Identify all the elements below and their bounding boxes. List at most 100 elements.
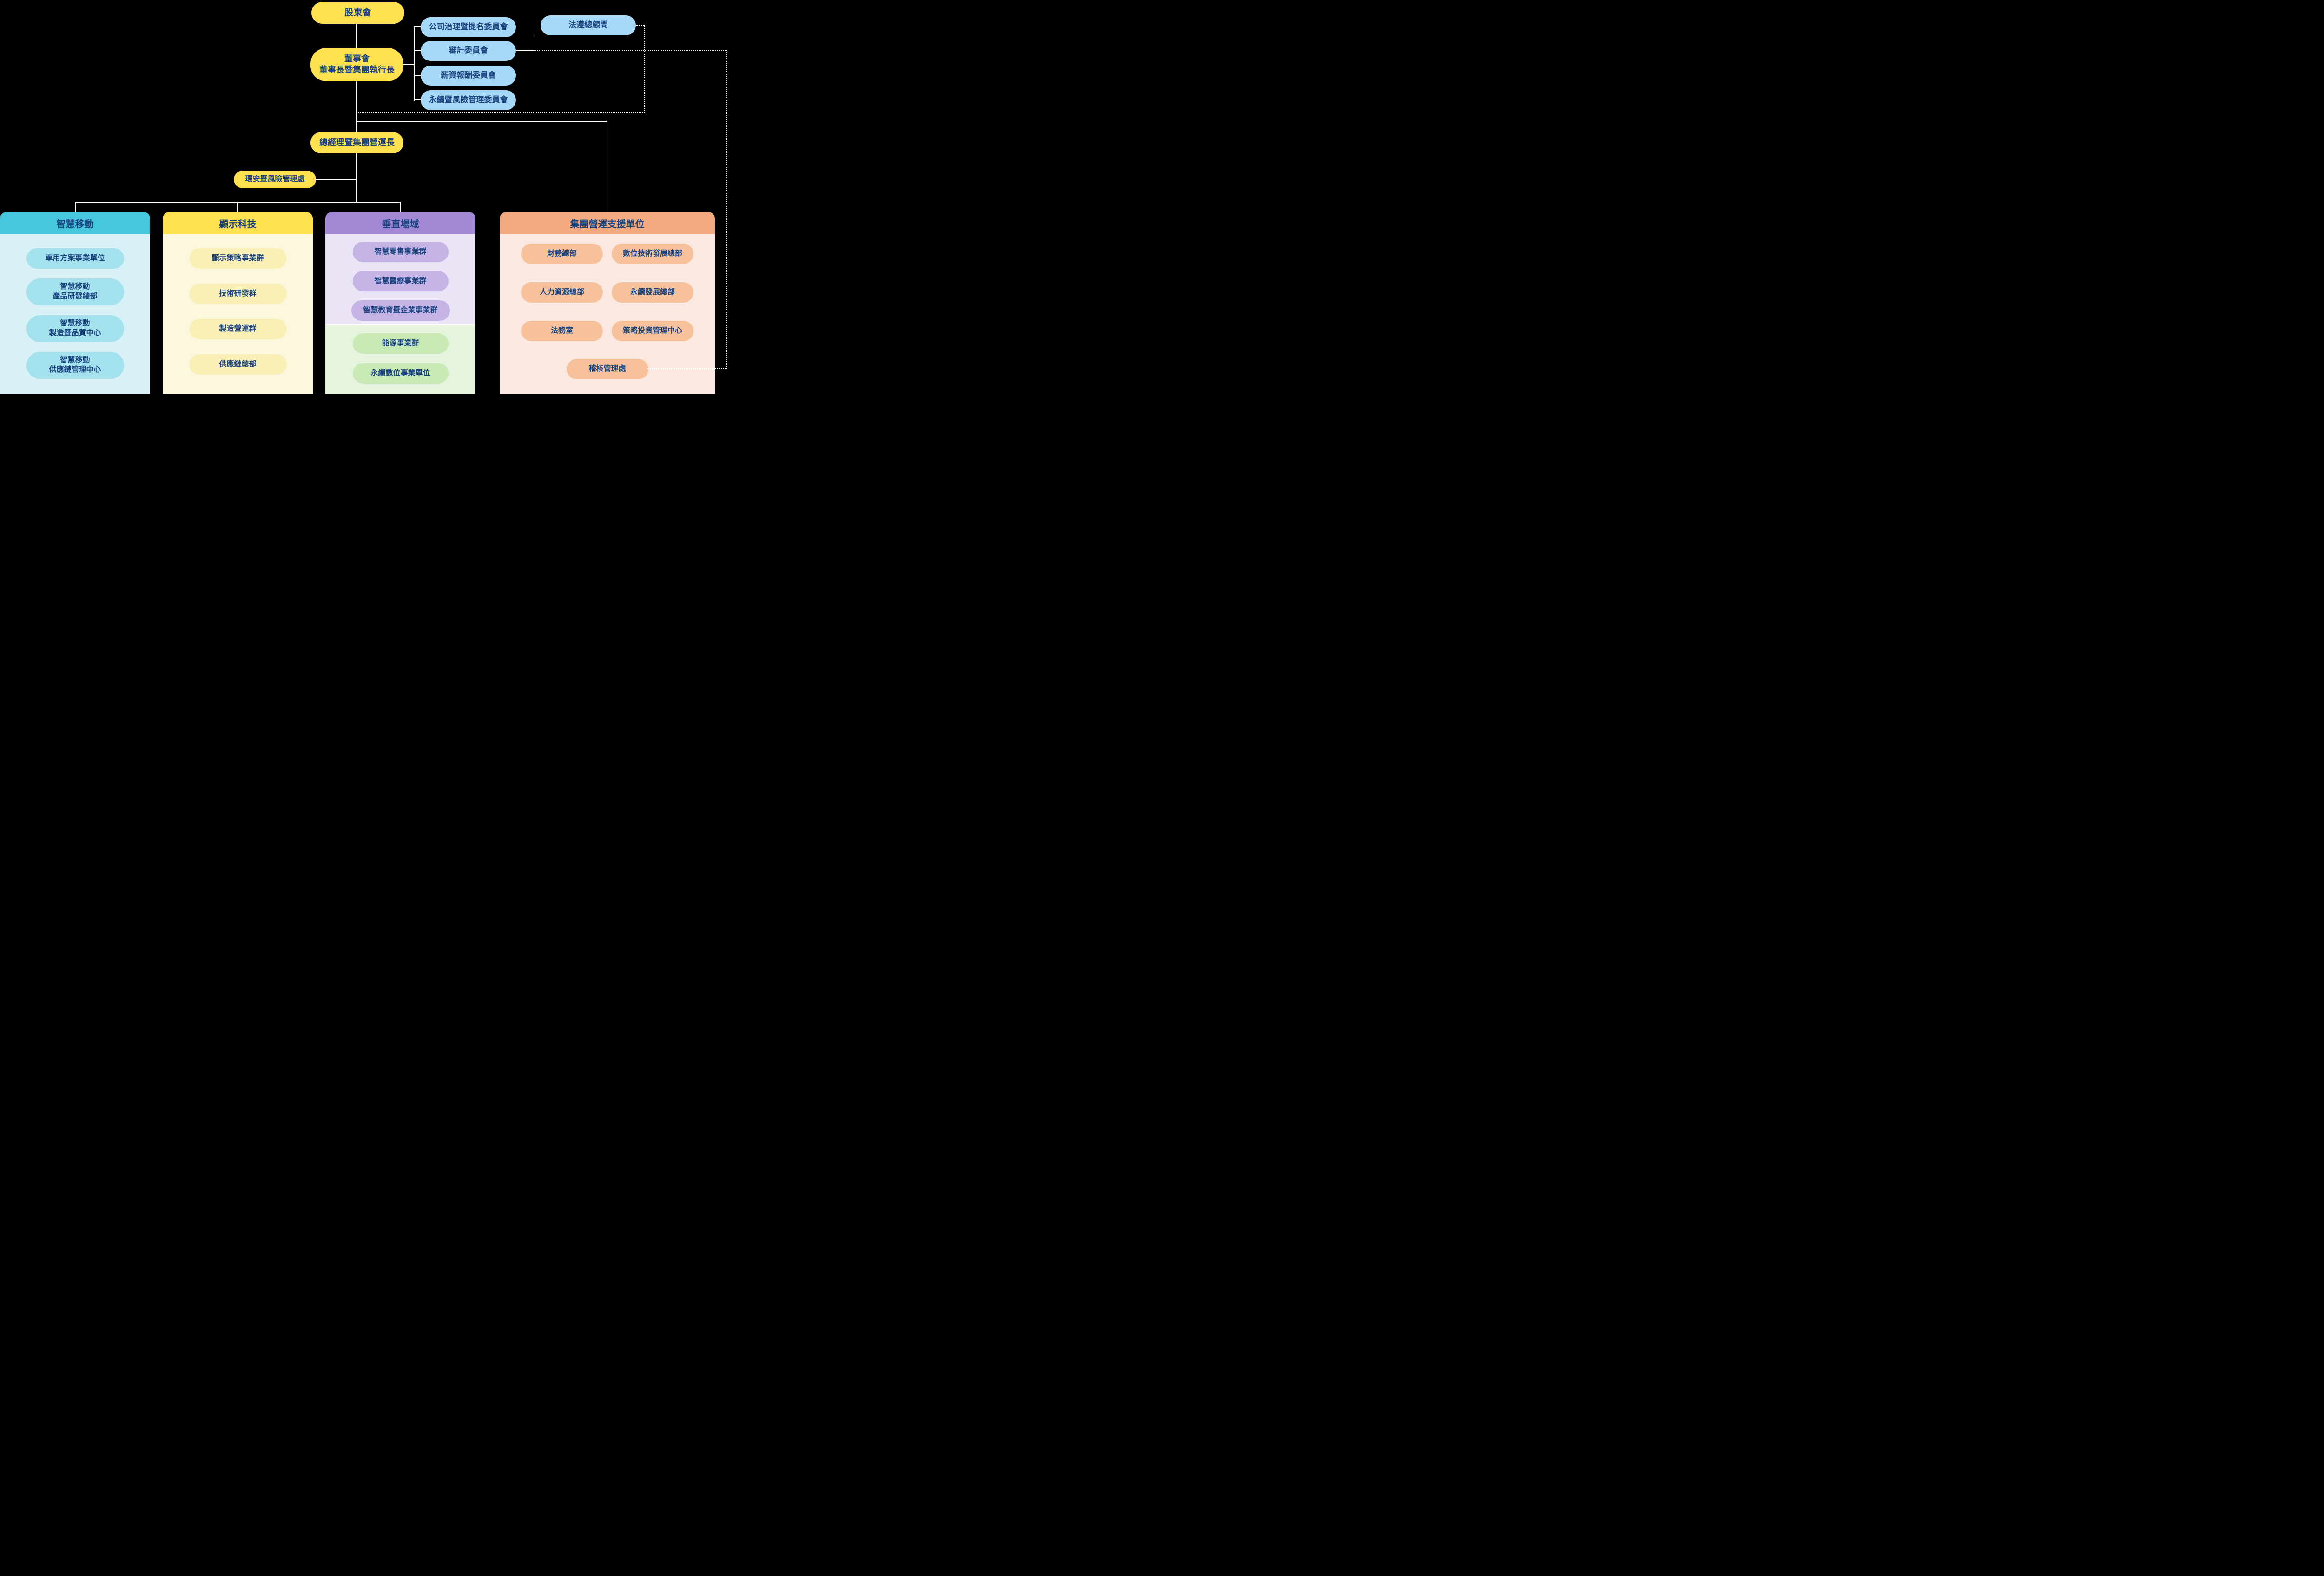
node-strategic-investment-management-center: 策略投資管理中心 [612, 321, 693, 341]
node-esh-risk-management-office: 環安暨風險管理處 [234, 171, 316, 188]
connector-committee-stub-4 [414, 99, 421, 100]
pill-line: 技術研發群 [219, 289, 257, 298]
node-smart-retail-bg: 智慧零售事業群 [352, 242, 449, 262]
board-line-1: 董事會 [344, 54, 370, 64]
card-title: 顯示科技 [219, 219, 257, 230]
org-chart: 股東會 董事會 董事長暨集團執行長 公司治理暨提名委員會 審計委員會 薪資報酬委… [0, 0, 732, 394]
node-smart-mobility-supply-chain-center: 智慧移動 供應鏈管理中心 [26, 352, 124, 379]
connector-committee-stub-1 [414, 26, 421, 27]
connector-card2-drop [237, 202, 238, 212]
node-corporate-governance-nomination-committee: 公司治理暨提名委員會 [421, 17, 516, 37]
pill-line: 智慧教育暨企業事業群 [363, 306, 438, 314]
dotted-compliance-to-trunk [357, 112, 645, 113]
node-legal-office: 法務室 [521, 321, 603, 341]
dotted-compliance-right [636, 25, 645, 26]
president-label: 總經理暨集團營運長 [319, 138, 395, 147]
card-group-operations-support-header: 集團營運支援單位 [500, 212, 715, 234]
pill-line: 策略投資管理中心 [622, 326, 682, 335]
pill-line: 法務室 [550, 326, 573, 335]
pill-line: 智慧移動 [60, 283, 90, 291]
node-audit-management-office: 稽核管理處 [566, 359, 648, 379]
connector-shareholders-board [356, 24, 357, 48]
pill-line: 供應鏈管理中心 [49, 366, 101, 374]
node-shareholders-meeting: 股東會 [311, 2, 404, 24]
pill-line: 智慧移動 [60, 356, 90, 364]
node-technology-rnd-group: 技術研發群 [189, 284, 287, 304]
support-row: 財務總部 數位技術發展總部 [500, 244, 715, 264]
node-automotive-solutions-bu: 車用方案事業單位 [26, 248, 124, 269]
dotted-audit-office [647, 368, 727, 369]
connector-committee-stub-2 [414, 50, 421, 51]
support-row: 人力資源總部 永續發展總部 [500, 282, 715, 303]
connector-card3-drop [400, 202, 401, 212]
card-display-technology: 顯示科技 顯示策略事業群 技術研發群 製造營運群 供應鏈總部 [163, 212, 313, 394]
node-chief-compliance-counsel: 法遵總顧問 [541, 15, 636, 35]
dotted-right-edge [726, 50, 727, 369]
node-sustainability-development-hq: 永續發展總部 [612, 282, 693, 303]
node-smart-mobility-product-rnd-hq: 智慧移動 產品研發總部 [26, 278, 124, 305]
card-title: 垂直場域 [382, 219, 419, 230]
committee-label: 薪資報酬委員會 [441, 71, 496, 80]
pill-line: 人力資源總部 [539, 288, 584, 296]
node-smart-mobility-manufacturing-quality-center: 智慧移動 製造暨品質中心 [26, 315, 124, 342]
card-vertical-domains-divider [325, 324, 475, 325]
card-smart-mobility-header: 智慧移動 [0, 212, 150, 234]
node-smart-education-enterprise-bg: 智慧教育暨企業事業群 [351, 300, 450, 321]
node-human-resources-hq: 人力資源總部 [521, 282, 603, 303]
node-sustainable-digital-bu: 永續數位事業單位 [352, 363, 449, 384]
connector-support-card-h [357, 121, 607, 122]
node-audit-committee: 審計委員會 [421, 41, 516, 61]
pill-line: 財務總部 [547, 249, 577, 258]
esh-label: 環安暨風險管理處 [245, 175, 305, 184]
node-digital-technology-development-hq: 數位技術發展總部 [612, 244, 693, 264]
pill-line: 能源事業群 [382, 339, 419, 347]
node-compensation-committee: 薪資報酬委員會 [421, 66, 516, 86]
pill-line: 智慧醫療事業群 [374, 277, 427, 285]
card-display-technology-body: 顯示策略事業群 技術研發群 製造營運群 供應鏈總部 [163, 234, 313, 394]
pill-line: 顯示策略事業群 [211, 254, 264, 262]
compliance-label: 法遵總顧問 [568, 20, 608, 30]
card-smart-mobility: 智慧移動 車用方案事業單位 智慧移動 產品研發總部 智慧移動 製造暨品質中心 智… [0, 212, 150, 394]
node-energy-bg: 能源事業群 [352, 333, 449, 354]
node-president-group-coo: 總經理暨集團營運長 [310, 132, 403, 153]
pill-line: 車用方案事業單位 [45, 254, 105, 262]
node-manufacturing-operations-group: 製造營運群 [189, 319, 287, 339]
card-group-operations-support-body: 財務總部 數位技術發展總部 人力資源總部 永續發展總部 法務室 策略投資管理中心… [500, 234, 715, 394]
card-vertical-domains-green-section: 能源事業群 永續數位事業單位 [325, 325, 475, 394]
node-smart-medical-bg: 智慧醫療事業群 [352, 271, 449, 291]
support-row: 法務室 策略投資管理中心 [500, 321, 715, 341]
card-group-operations-support: 集團營運支援單位 財務總部 數位技術發展總部 人力資源總部 永續發展總部 法務室… [500, 212, 715, 394]
node-finance-hq: 財務總部 [521, 244, 603, 264]
pill-line: 智慧移動 [60, 319, 90, 328]
pill-line: 永續數位事業單位 [370, 369, 430, 377]
pill-line: 永續發展總部 [630, 288, 675, 296]
pill-line: 數位技術發展總部 [622, 249, 682, 258]
dotted-compliance-down [644, 25, 645, 113]
committee-label: 公司治理暨提名委員會 [429, 22, 508, 32]
card-vertical-domains: 垂直場域 智慧零售事業群 智慧醫療事業群 智慧教育暨企業事業群 能源事業群 永續… [325, 212, 475, 394]
card-title: 智慧移動 [56, 219, 94, 230]
pill-line: 智慧零售事業群 [374, 247, 427, 256]
connector-card1-drop [75, 202, 76, 212]
card-vertical-domains-purple-section: 智慧零售事業群 智慧醫療事業群 智慧教育暨企業事業群 [325, 234, 475, 324]
connector-board-bracket-stub [403, 64, 415, 65]
connector-audit-compliance-h [516, 50, 535, 51]
node-display-strategy-bg: 顯示策略事業群 [189, 248, 287, 269]
connector-esh-stub [316, 179, 357, 180]
dotted-audit-right [535, 50, 727, 51]
pill-line: 製造營運群 [219, 324, 257, 333]
connector-president-down [356, 153, 357, 203]
pill-line: 稽核管理處 [588, 364, 626, 373]
card-vertical-domains-header: 垂直場域 [325, 212, 475, 234]
card-smart-mobility-body: 車用方案事業單位 智慧移動 產品研發總部 智慧移動 製造暨品質中心 智慧移動 供… [0, 234, 150, 394]
node-sustainability-risk-committee: 永續暨風險管理委員會 [421, 90, 516, 110]
connector-committee-bracket [414, 27, 415, 101]
node-supply-chain-hq: 供應鏈總部 [189, 354, 287, 375]
committee-label: 永續暨風險管理委員會 [429, 95, 508, 105]
node-board-of-directors: 董事會 董事長暨集團執行長 [310, 48, 403, 81]
board-line-2: 董事長暨集團執行長 [319, 65, 395, 74]
card-display-technology-header: 顯示科技 [163, 212, 313, 234]
pill-line: 產品研發總部 [53, 292, 98, 300]
support-row: 稽核管理處 [500, 359, 715, 379]
pill-line: 製造暨品質中心 [49, 329, 101, 337]
